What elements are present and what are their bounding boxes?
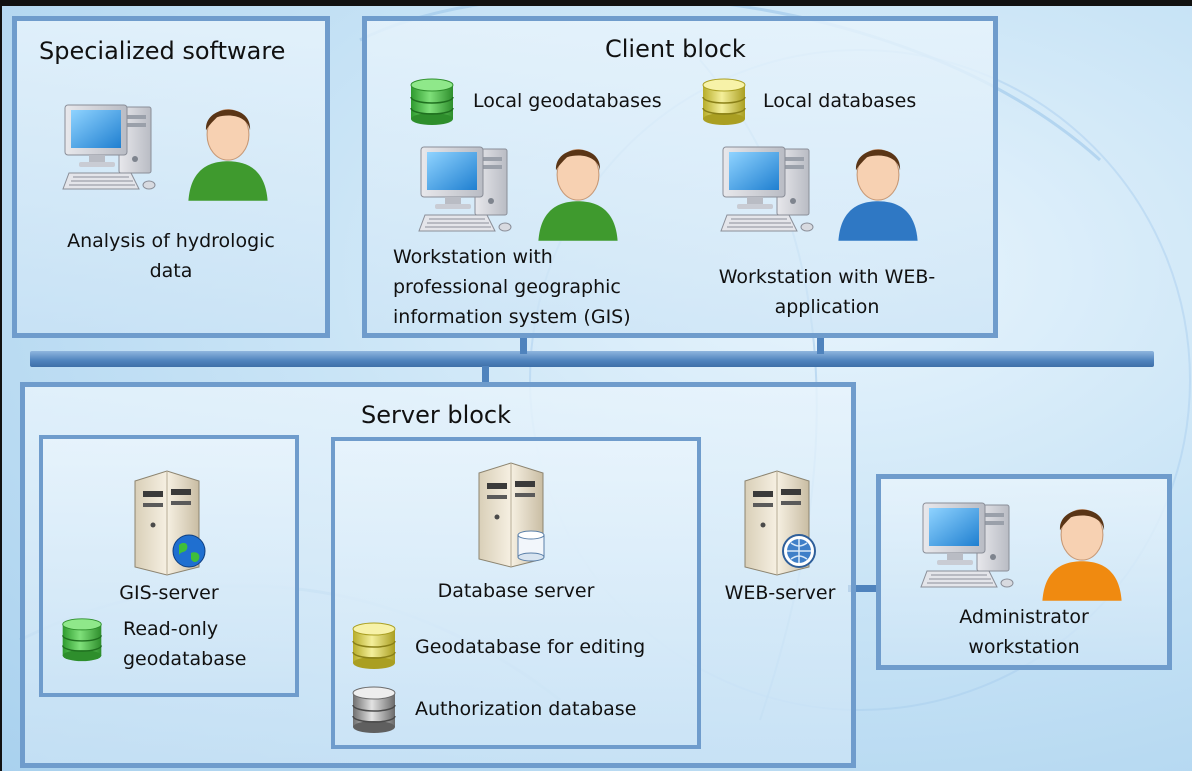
administrator-label-line1: Administrator bbox=[959, 606, 1089, 628]
gis-workstation-computer-icon bbox=[417, 141, 517, 241]
web-globe-icon bbox=[782, 534, 816, 568]
analysis-label-line1: Analysis of hydrologic bbox=[67, 230, 275, 252]
read-only-label-line1: Read-only bbox=[123, 618, 219, 640]
local-geodatabases-label: Local geodatabases bbox=[473, 90, 662, 112]
gis-workstation-label-line1: Workstation with bbox=[393, 246, 553, 268]
server-block: Server block GIS-server Read-only geodat… bbox=[20, 382, 856, 768]
database-server-label: Database server bbox=[437, 580, 595, 602]
authorization-database-icon bbox=[349, 685, 399, 735]
gis-server-label: GIS-server bbox=[119, 582, 219, 604]
read-only-label-line2: geodatabase bbox=[123, 648, 247, 670]
specialized-software-title: Specialized software bbox=[39, 37, 286, 65]
local-database-icon bbox=[699, 77, 749, 127]
server-database-badge-icon bbox=[517, 530, 545, 562]
local-geodatabase-icon bbox=[407, 77, 457, 127]
web-server-label: WEB-server bbox=[724, 582, 836, 604]
server-block-title: Server block bbox=[361, 401, 512, 429]
web-workstation-computer-icon bbox=[719, 141, 819, 241]
web-workstation-label-line1: Workstation with WEB- bbox=[718, 266, 936, 288]
read-only-geodatabase-icon bbox=[59, 617, 105, 663]
web-workstation-label-line2: application bbox=[774, 296, 880, 318]
admin-user-icon bbox=[1042, 508, 1122, 601]
client-block-title: Client block bbox=[605, 35, 746, 63]
local-databases-label: Local databases bbox=[763, 90, 917, 112]
connector-server bbox=[482, 366, 489, 384]
user-icon bbox=[188, 108, 268, 201]
gis-user-icon bbox=[538, 148, 618, 241]
gis-workstation-label-line2: professional geographic bbox=[393, 276, 621, 298]
analysis-label-line2: data bbox=[149, 260, 193, 282]
computer-icon bbox=[61, 99, 161, 199]
database-server-box: Database server Geodatabase for editing … bbox=[331, 437, 701, 749]
globe-icon bbox=[172, 534, 206, 568]
connector-client-right bbox=[817, 336, 824, 354]
administrator-workstation-block: Administrator workstation bbox=[876, 474, 1172, 670]
gis-workstation-label-line3: information system (GIS) bbox=[393, 306, 631, 328]
authorization-database-label: Authorization database bbox=[415, 698, 637, 720]
web-user-icon bbox=[838, 148, 918, 241]
geodatabase-editing-label: Geodatabase for editing bbox=[415, 636, 646, 658]
connector-admin bbox=[848, 585, 880, 592]
gis-server-box: GIS-server Read-only geodatabase bbox=[39, 435, 299, 697]
geodatabase-editing-icon bbox=[349, 621, 399, 671]
client-block: Client block Local geodatabases Local da… bbox=[362, 16, 998, 338]
administrator-label-line2: workstation bbox=[968, 636, 1080, 658]
specialized-software-block: Specialized software Analysis of hydrolo… bbox=[12, 16, 330, 338]
network-bus bbox=[30, 351, 1154, 367]
admin-computer-icon bbox=[919, 497, 1019, 597]
connector-client-left bbox=[520, 336, 527, 354]
